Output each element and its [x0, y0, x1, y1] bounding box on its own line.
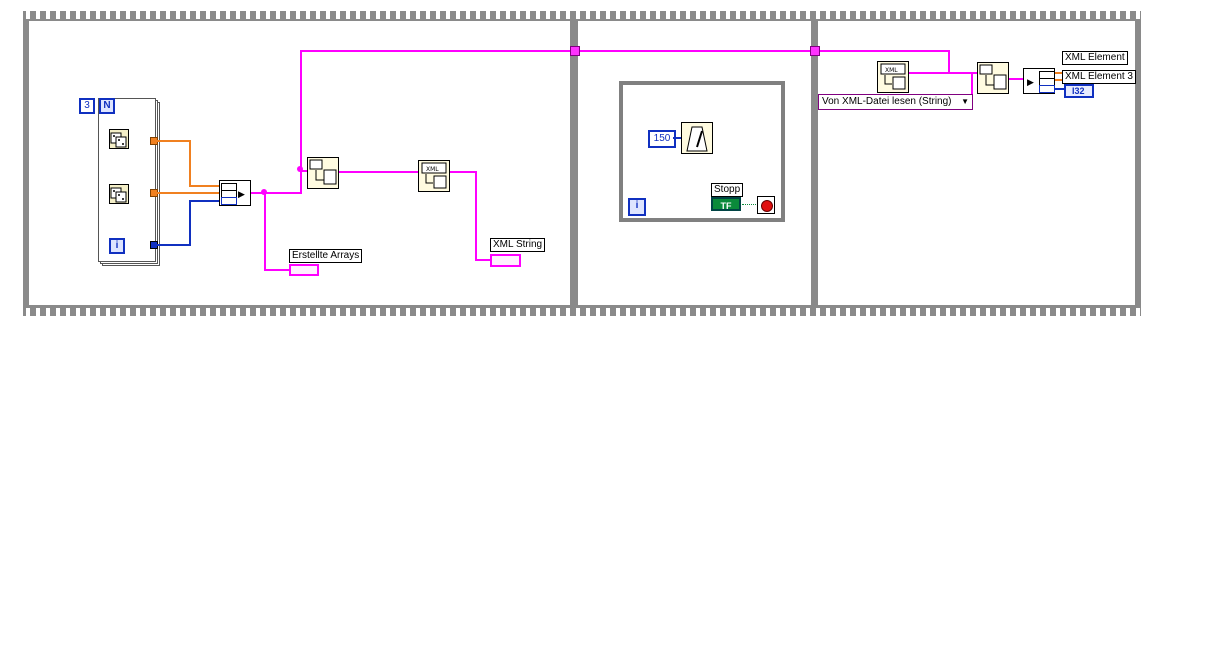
- created-arrays-label: Erstellte Arrays: [289, 249, 363, 263]
- sequence-frame-3: [818, 21, 1135, 305]
- loop-condition-stop-icon[interactable]: [757, 196, 775, 214]
- xml-element-label: XML Element: [1062, 51, 1128, 65]
- read-xml-file-node[interactable]: XML: [877, 61, 909, 93]
- sequence-frame-2: [578, 21, 811, 305]
- while-loop[interactable]: [619, 81, 785, 222]
- xml-mode-selector-value: Von XML-Datei lesen (String): [822, 96, 952, 107]
- loop-iteration-terminal: i: [109, 238, 125, 254]
- i32-indicator[interactable]: I32: [1064, 84, 1094, 98]
- for-loop[interactable]: [98, 98, 160, 266]
- chevron-down-icon[interactable]: ▼: [961, 97, 969, 106]
- svg-text:XML: XML: [426, 166, 439, 173]
- while-iteration-terminal: i: [628, 198, 646, 216]
- sequence-tunnel-1[interactable]: [570, 46, 580, 56]
- write-xml-file-node[interactable]: XML: [418, 160, 450, 192]
- wait-metronome-icon[interactable]: [681, 122, 713, 154]
- flatten-to-xml-node[interactable]: [307, 157, 339, 189]
- unflatten-from-xml-node[interactable]: [977, 62, 1009, 94]
- dice-icon[interactable]: [109, 129, 129, 149]
- svg-text:XML: XML: [885, 67, 898, 74]
- unbundle-node[interactable]: ▶: [1023, 68, 1055, 94]
- wait-ms-constant[interactable]: 150: [648, 130, 676, 148]
- xml-element-3-label: XML Element 3: [1062, 70, 1136, 84]
- stop-boolean-control[interactable]: TF: [711, 197, 741, 211]
- stop-label: Stopp: [711, 183, 744, 197]
- loop-count-constant[interactable]: 3: [79, 98, 95, 114]
- created-arrays-indicator[interactable]: [289, 264, 319, 276]
- frame-divider-1: [570, 19, 578, 307]
- loop-count-terminal: N: [99, 98, 115, 114]
- xml-mode-selector[interactable]: Von XML-Datei lesen (String) ▼: [818, 94, 973, 110]
- dice-icon-2[interactable]: [109, 184, 129, 204]
- xml-string-indicator[interactable]: [490, 254, 521, 267]
- frame-divider-2: [811, 19, 818, 307]
- bundle-node[interactable]: ▶: [219, 180, 251, 206]
- string-wire-top: [301, 50, 949, 52]
- sequence-tunnel-2[interactable]: [810, 46, 820, 56]
- xml-string-label: XML String: [490, 238, 546, 252]
